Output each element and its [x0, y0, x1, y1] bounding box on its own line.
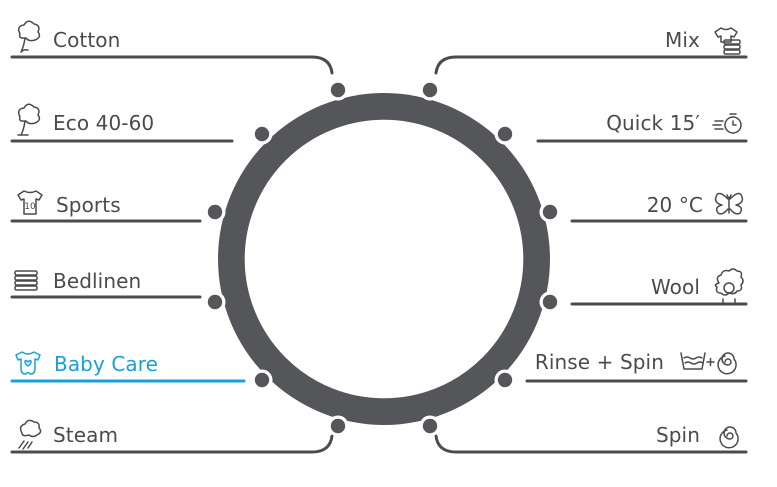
cotton-icon — [17, 20, 41, 53]
dial-dot-baby-care[interactable] — [254, 372, 270, 388]
butterfly-icon — [714, 192, 744, 215]
dial-dot-mix[interactable] — [422, 82, 438, 98]
dial-knob[interactable] — [218, 93, 550, 425]
program-label-bedlinen[interactable]: Bedlinen — [53, 269, 142, 293]
dial-dot-bedlinen[interactable] — [207, 294, 223, 310]
dial-dot-spin[interactable] — [422, 418, 438, 434]
bedlinen-icon — [14, 270, 38, 291]
sports-shirt-icon: 10 — [17, 190, 43, 215]
program-label-baby-care[interactable]: Baby Care — [54, 352, 159, 376]
dial-dot-cotton[interactable] — [330, 82, 346, 98]
program-label-steam[interactable]: Steam — [53, 423, 119, 447]
leader-line-cotton — [10, 55, 334, 75]
program-position-dots — [204, 79, 561, 437]
program-label-wool[interactable]: Wool — [650, 275, 700, 299]
eco-cotton-icon — [17, 103, 41, 136]
program-label-quick-15[interactable]: Quick 15′ — [606, 111, 700, 135]
leader-line-spin — [434, 434, 748, 454]
dial-dot-eco-40-60[interactable] — [254, 126, 270, 142]
mixed-clothes-icon — [714, 27, 741, 55]
program-label-rinse-spin[interactable]: Rinse + Spin — [534, 350, 664, 374]
dial-dot-rinse-spin[interactable] — [497, 372, 513, 388]
program-label-cotton[interactable]: Cotton — [53, 28, 121, 52]
dial-dot-steam[interactable] — [330, 418, 346, 434]
baby-bodysuit-icon — [15, 351, 41, 375]
dial-dot-quick-15[interactable] — [497, 126, 513, 142]
program-label-mix[interactable]: Mix — [665, 28, 700, 52]
sheep-icon — [714, 268, 744, 304]
leader-line-steam — [10, 434, 334, 454]
rinse-spin-icon — [680, 352, 737, 375]
svg-text:10: 10 — [24, 202, 36, 212]
leader-line-mix — [434, 55, 748, 75]
dial-inner-face[interactable] — [243, 118, 525, 400]
dial-dot-wool[interactable] — [542, 294, 558, 310]
program-label-20-c[interactable]: 20 °C — [646, 193, 703, 217]
program-label-sports[interactable]: Sports — [56, 193, 121, 217]
program-icons: 10 — [14, 20, 744, 450]
quick-timer-icon — [712, 113, 742, 134]
dial-dot-20-c[interactable] — [542, 204, 558, 220]
steam-icon — [18, 419, 42, 450]
dial-dot-sports[interactable] — [207, 204, 223, 220]
program-leader-lines — [10, 55, 748, 454]
spin-icon — [719, 426, 739, 449]
program-label-spin[interactable]: Spin — [655, 423, 700, 447]
program-label-eco-40-60[interactable]: Eco 40-60 — [53, 111, 155, 135]
